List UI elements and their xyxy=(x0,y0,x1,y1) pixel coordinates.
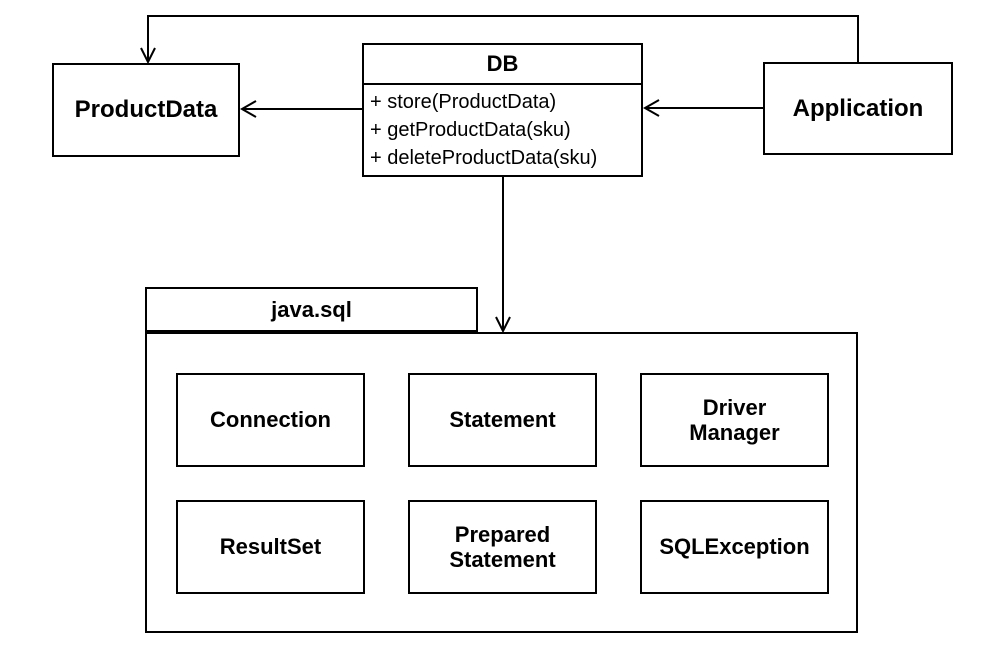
sqlexception-class-box: SQLException xyxy=(640,500,829,594)
preparedstatement-class-box: Prepared Statement xyxy=(408,500,597,594)
javasql-package-label: java.sql xyxy=(271,296,352,322)
connection-label: Connection xyxy=(210,407,331,433)
resultset-label: ResultSet xyxy=(219,534,322,560)
application-label: Application xyxy=(792,94,924,122)
sqlexception-label: SQLException xyxy=(659,534,810,560)
db-class-box: DB + store(ProductData) + getProductData… xyxy=(362,43,643,177)
javasql-package-tab: java.sql xyxy=(145,287,478,332)
db-method-list: + store(ProductData) + getProductData(sk… xyxy=(364,85,641,172)
db-to-javasql-connector xyxy=(495,177,511,334)
connection-class-box: Connection xyxy=(176,373,365,467)
db-method-store: + store(ProductData) xyxy=(370,91,557,113)
db-method-deleteproductdata: + deleteProductData(sku) xyxy=(370,147,598,169)
statement-label: Statement xyxy=(449,407,556,433)
productdata-label: ProductData xyxy=(74,96,218,124)
preparedstatement-label: Prepared Statement xyxy=(449,521,556,572)
db-method-getproductdata: + getProductData(sku) xyxy=(370,119,571,141)
drivermanager-label: Driver Manager xyxy=(689,394,780,445)
productdata-class-box: ProductData xyxy=(52,63,240,157)
application-class-box: Application xyxy=(763,62,953,155)
application-to-db-connector xyxy=(642,99,763,117)
statement-class-box: Statement xyxy=(408,373,597,467)
db-to-productdata-connector xyxy=(239,100,362,118)
drivermanager-class-box: Driver Manager xyxy=(640,373,829,467)
resultset-class-box: ResultSet xyxy=(176,500,365,594)
db-class-title: DB xyxy=(364,45,641,85)
